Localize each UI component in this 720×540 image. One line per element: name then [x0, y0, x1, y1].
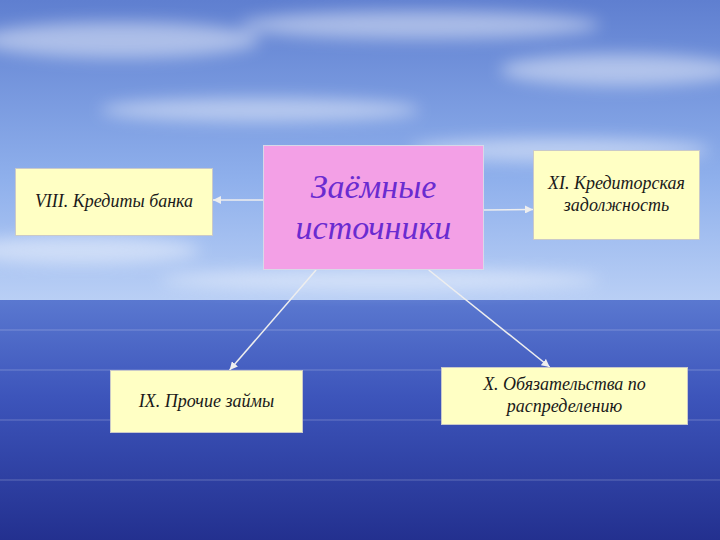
box-text: X. Обязательства по распределению: [450, 374, 679, 417]
box-text: VIII. Кредиты банка: [35, 191, 193, 213]
source-box: X. Обязательства по распределению: [441, 367, 688, 425]
heading-text: Заёмные источники: [272, 167, 475, 249]
arrow-connector: [230, 270, 316, 370]
box-text: IX. Прочие займы: [139, 391, 274, 413]
clouds: [0, 11, 720, 290]
sea: [0, 300, 720, 540]
central-box: Заёмные источники: [263, 145, 484, 270]
waves: [0, 330, 720, 480]
source-box: XI. Кредиторская задолжность: [533, 150, 700, 240]
arrow-connector: [484, 209, 533, 211]
source-box: VIII. Кредиты банка: [15, 168, 213, 236]
arrow-connector: [213, 199, 263, 201]
box-text: XI. Кредиторская задолжность: [542, 173, 691, 216]
arrow-connector: [429, 270, 550, 367]
source-box: IX. Прочие займы: [110, 370, 303, 433]
